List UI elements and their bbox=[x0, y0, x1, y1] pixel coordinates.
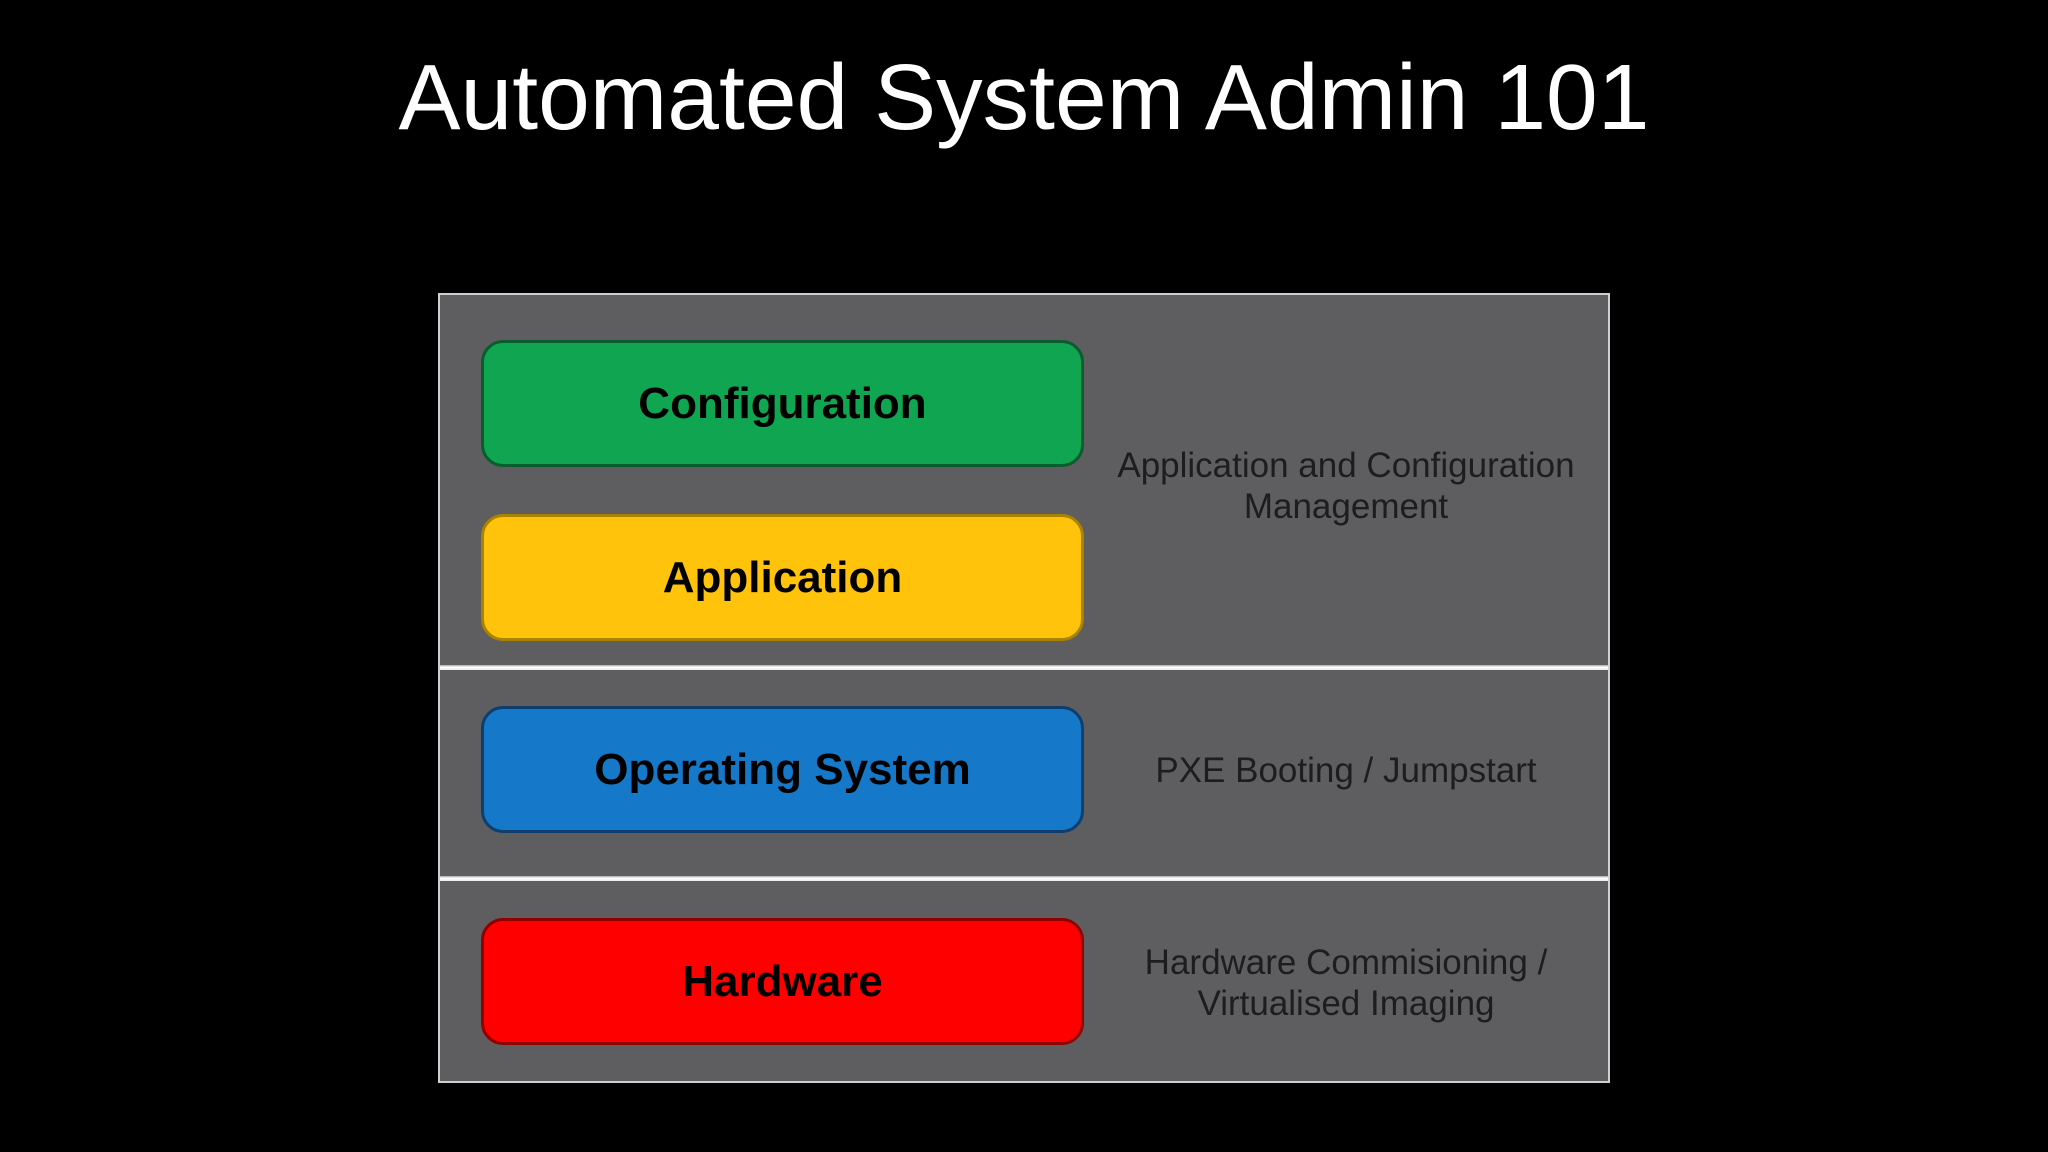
app-config-side-label: Application and Configuration Management bbox=[1086, 445, 1606, 527]
side-label-line: Virtualised Imaging bbox=[1197, 984, 1495, 1023]
operating-system-block: Operating System bbox=[481, 706, 1084, 833]
side-label-line: Application and Configuration bbox=[1117, 446, 1575, 485]
operating-system-side-label: PXE Booting / Jumpstart bbox=[1086, 750, 1606, 791]
section-divider bbox=[440, 876, 1608, 881]
side-label-line: Management bbox=[1243, 487, 1449, 526]
hardware-side-label: Hardware Commisioning / Virtualised Imag… bbox=[1086, 942, 1606, 1024]
section-app-config: Configuration Application Application an… bbox=[440, 295, 1608, 665]
section-divider bbox=[440, 665, 1608, 670]
side-label-line: Hardware Commisioning / bbox=[1144, 943, 1548, 982]
application-block: Application bbox=[481, 514, 1084, 641]
section-operating-system: Operating System PXE Booting / Jumpstart bbox=[440, 670, 1608, 876]
hardware-block: Hardware bbox=[481, 918, 1084, 1045]
layer-stack-panel: Configuration Application Application an… bbox=[438, 293, 1610, 1083]
operating-system-block-label: Operating System bbox=[594, 744, 971, 794]
slide-title: Automated System Admin 101 bbox=[398, 45, 1650, 149]
side-label-line: PXE Booting / Jumpstart bbox=[1155, 751, 1537, 790]
configuration-block-label: Configuration bbox=[638, 378, 927, 428]
section-hardware: Hardware Hardware Commisioning / Virtual… bbox=[440, 881, 1608, 1081]
hardware-block-label: Hardware bbox=[682, 956, 883, 1006]
application-block-label: Application bbox=[662, 552, 903, 602]
configuration-block: Configuration bbox=[481, 340, 1084, 467]
